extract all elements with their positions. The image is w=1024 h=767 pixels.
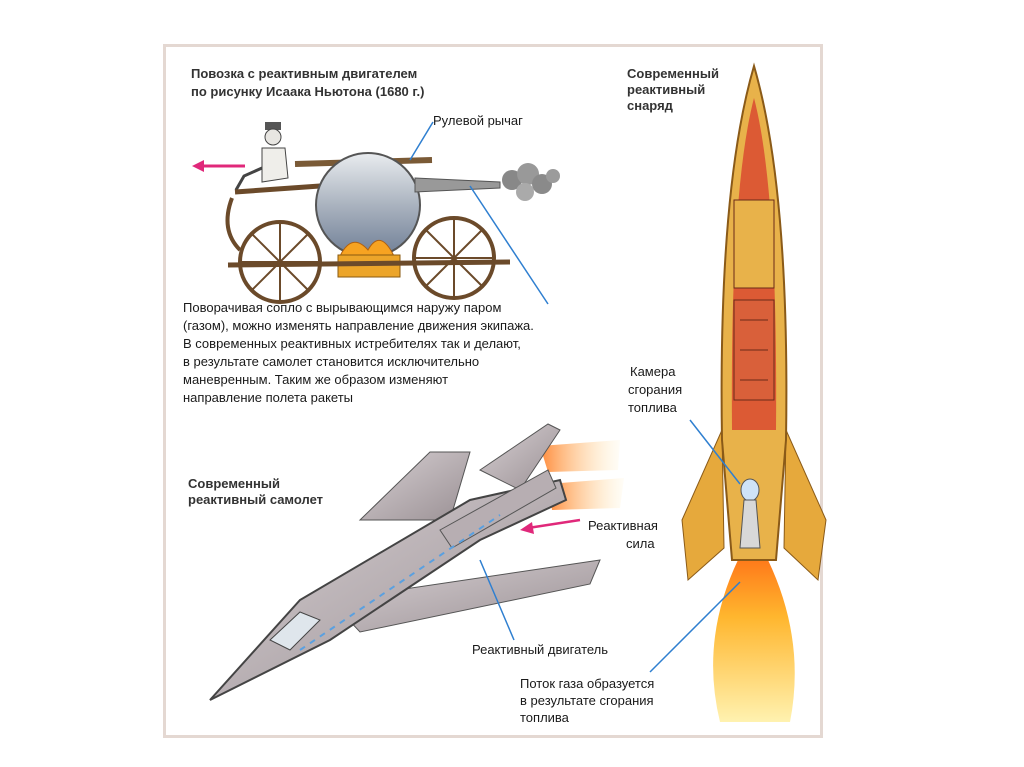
chamber-label-line: сгорания — [628, 382, 682, 398]
force-arrow-head-icon — [520, 522, 534, 534]
rocket-title-line: Современный — [627, 66, 719, 82]
boiler — [316, 153, 420, 257]
reactive-force-arrow — [528, 520, 580, 528]
jet-engine-label: Реактивный двигатель — [472, 642, 608, 658]
rocket-exhaust-flame — [713, 560, 795, 722]
rocket-fin-right — [784, 430, 826, 580]
cart-title-line2: по рисунку Исаака Ньютона (1680 г.) — [191, 84, 424, 100]
jet-illustration — [210, 424, 624, 700]
front-wheel — [414, 218, 494, 298]
cart-caption-line: направление полета ракеты — [183, 390, 353, 406]
jet-title-line: реактивный самолет — [188, 492, 323, 508]
combustion-chamber — [741, 479, 759, 501]
reactive-force-label-line: сила — [626, 536, 655, 552]
cart-frame — [235, 186, 320, 192]
gasflow-label-line: в результате сгорания — [520, 693, 654, 709]
cart-title-line1: Повозка с реактивным двигателем — [191, 66, 417, 82]
cart-caption-line: В современных реактивных истребителях та… — [183, 336, 521, 352]
steam-cloud — [502, 163, 560, 201]
jet-exhaust-upper — [540, 440, 620, 472]
rocket-nozzle — [740, 500, 760, 548]
gasflow-label-line: топлива — [520, 710, 569, 726]
cart-caption-line: (газом), можно изменять направление движ… — [183, 318, 534, 334]
jet-title-line: Современный — [188, 476, 280, 492]
reactive-force-label-line: Реактивная — [588, 518, 658, 534]
arrow-head-icon — [192, 160, 204, 172]
nozzle — [415, 178, 500, 192]
chamber-label-line: топлива — [628, 400, 677, 416]
driver-body — [262, 148, 288, 182]
rocket-fin-left — [682, 430, 724, 580]
driver-head — [265, 129, 281, 145]
rocket-title-line: снаряд — [627, 98, 673, 114]
cart-caption-line: Поворачивая сопло с вырывающимся наружу … — [183, 300, 501, 316]
newton-cart-illustration — [192, 122, 560, 304]
rear-wheel — [240, 222, 320, 302]
rocket-title-line: реактивный — [627, 82, 705, 98]
chamber-label-line: Камера — [630, 364, 675, 380]
steering-leader-line — [410, 122, 433, 160]
gasflow-label-line: Поток газа образуется — [520, 676, 654, 692]
rocket-tank-upper — [734, 200, 774, 288]
steering-lever-label: Рулевой рычаг — [433, 113, 523, 129]
cart-caption-line: в результате самолет становится исключит… — [183, 354, 479, 370]
cart-caption-line: маневренным. Таким же образом изменяют — [183, 372, 448, 388]
